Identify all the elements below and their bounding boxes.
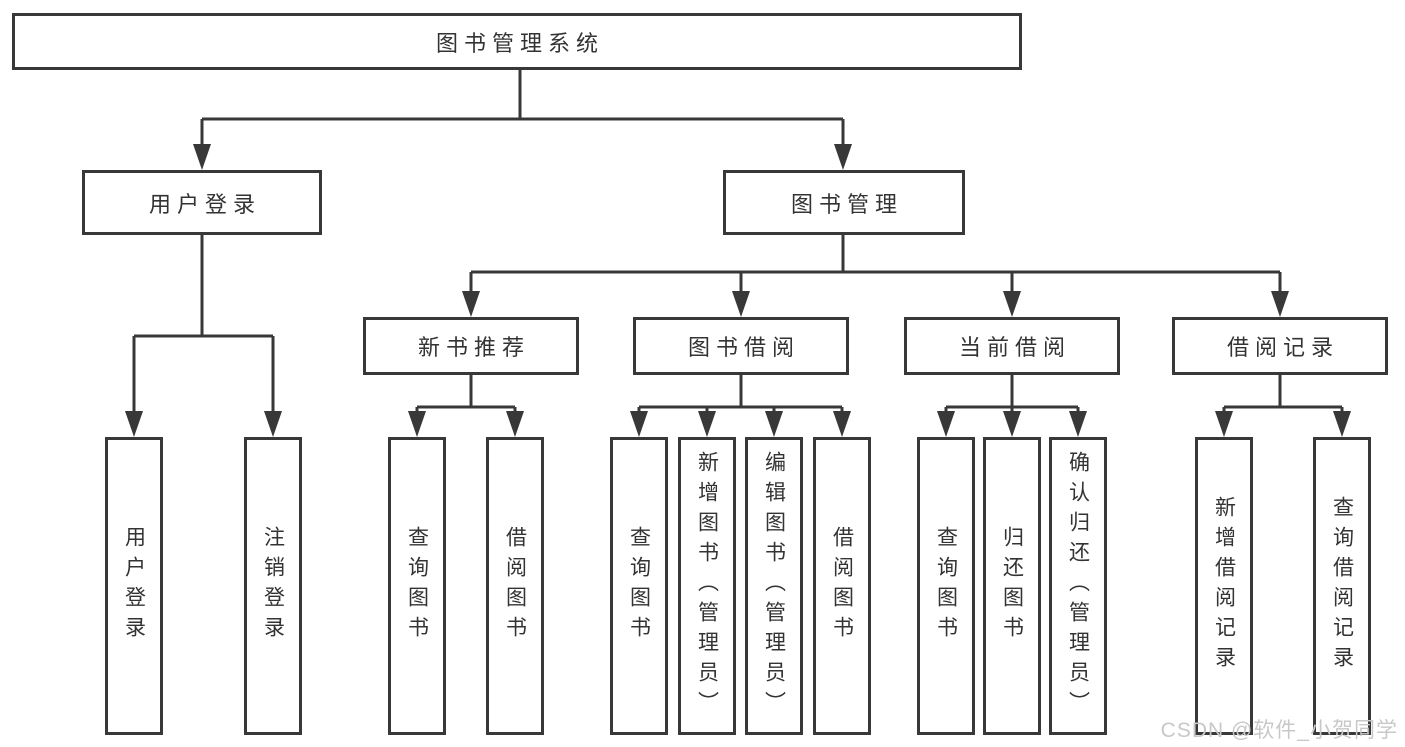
node-label: 用户登录 — [148, 191, 261, 217]
node-label: 图书管理 — [790, 191, 903, 217]
node-label: 归还图书 — [1000, 526, 1024, 646]
leaf-add-book-admin: 新增图书（管理员） — [678, 437, 736, 735]
node-borrowing-records: 借阅记录 — [1172, 317, 1388, 375]
leaf-query-borrow-record: 查询借阅记录 — [1313, 437, 1371, 735]
leaf-query-books-current: 查询图书 — [917, 437, 975, 735]
node-label: 编辑图书（管理员） — [762, 451, 786, 721]
leaf-borrow-books-recommend: 借阅图书 — [486, 437, 544, 735]
node-label: 用户登录 — [122, 526, 146, 646]
leaf-confirm-return-admin: 确认归还（管理员） — [1049, 437, 1107, 735]
leaf-borrow-books-borrowing: 借阅图书 — [813, 437, 871, 735]
node-label: 查询图书 — [627, 526, 651, 646]
node-label: 新书推荐 — [417, 335, 530, 360]
leaf-query-books-borrowing: 查询图书 — [610, 437, 668, 735]
node-label: 当前借阅 — [958, 335, 1071, 360]
node-label: 图书借阅 — [687, 335, 800, 360]
node-label: 确认归还（管理员） — [1066, 451, 1090, 721]
node-label: 借阅图书 — [830, 526, 854, 646]
leaf-edit-book-admin: 编辑图书（管理员） — [745, 437, 803, 735]
leaf-user-login: 用户登录 — [105, 437, 163, 735]
node-label: 新增借阅记录 — [1212, 496, 1236, 676]
node-user-login: 用户登录 — [82, 170, 322, 235]
node-label: 注销登录 — [261, 526, 285, 646]
node-label: 新增图书（管理员） — [695, 451, 719, 721]
node-label: 图书管理系统 — [435, 30, 604, 56]
node-label: 借阅图书 — [503, 526, 527, 646]
node-book-borrowing: 图书借阅 — [633, 317, 849, 375]
node-current-borrowing: 当前借阅 — [904, 317, 1120, 375]
node-library-management-system: 图书管理系统 — [12, 13, 1022, 70]
node-label: 查询借阅记录 — [1330, 496, 1354, 676]
leaf-return-book: 归还图书 — [983, 437, 1041, 735]
leaf-logout: 注销登录 — [244, 437, 302, 735]
node-new-book-recommend: 新书推荐 — [363, 317, 579, 375]
node-label: 查询图书 — [934, 526, 958, 646]
watermark: CSDN @软件_小贺同学 — [1160, 719, 1398, 742]
node-label: 借阅记录 — [1226, 335, 1339, 360]
node-book-management: 图书管理 — [723, 170, 965, 235]
leaf-add-borrow-record: 新增借阅记录 — [1195, 437, 1253, 735]
node-label: 查询图书 — [405, 526, 429, 646]
leaf-query-books-recommend: 查询图书 — [388, 437, 446, 735]
